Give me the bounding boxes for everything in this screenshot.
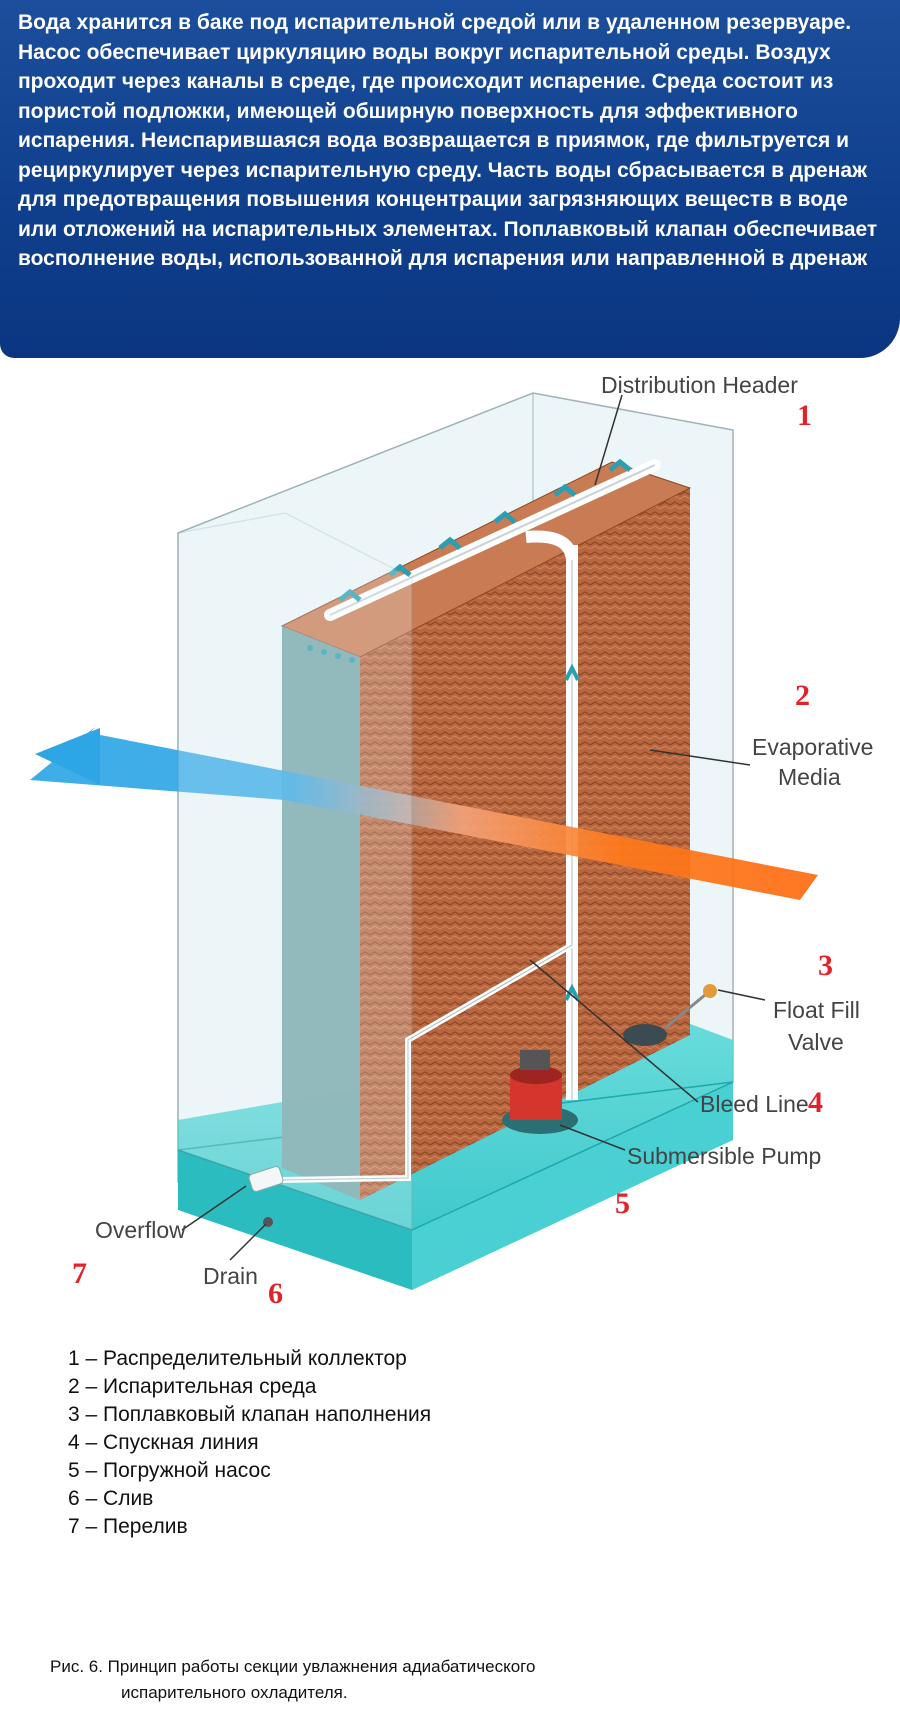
riser-pipe — [525, 530, 580, 1100]
legend-item: 3 – Поплавковый клапан наполнения — [68, 1403, 432, 1426]
leader-lines — [181, 394, 766, 1261]
evaporative-cooler-diagram: Distribution Header Evaporative Media Fl… — [30, 372, 873, 1310]
figure-caption: Рис. 6. Принцип работы секции увлажнения… — [50, 1654, 535, 1706]
overflow-fitting — [248, 1166, 284, 1192]
label-distribution-header: Distribution Header — [601, 372, 798, 398]
label-overflow: Overflow — [95, 1217, 186, 1243]
number-4: 4 — [808, 1086, 823, 1119]
label-evaporative-media-2: Media — [778, 764, 841, 790]
float-fill-valve — [623, 984, 717, 1046]
number-3: 3 — [818, 949, 833, 982]
number-2: 2 — [795, 679, 810, 712]
intro-banner: Вода хранится в баке под испарительной с… — [0, 0, 900, 358]
number-7: 7 — [72, 1257, 87, 1290]
legend-item: 6 – Слив — [68, 1487, 154, 1510]
legend-item: 4 – Спускная линия — [68, 1431, 259, 1454]
legend-item: 2 – Испарительная среда — [68, 1375, 317, 1398]
air-stream-arrow — [30, 727, 818, 900]
legend-item: 5 – Погружной насос — [68, 1459, 271, 1482]
caption-line-2: испарительного охладителя. — [121, 1683, 348, 1702]
legend-item: 1 – Распределительный коллектор — [68, 1347, 407, 1370]
number-5: 5 — [615, 1187, 630, 1220]
number-6: 6 — [268, 1277, 283, 1310]
caption-line-1: Рис. 6. Принцип работы секции увлажнения… — [50, 1657, 536, 1676]
legend-item: 7 – Перелив — [68, 1515, 188, 1538]
label-evaporative-media-1: Evaporative — [752, 734, 873, 760]
submersible-pump — [502, 1050, 578, 1134]
label-float-fill-valve-2: Valve — [788, 1029, 844, 1055]
legend-list: 1 – Распределительный коллектор 2 – Испа… — [68, 1345, 431, 1541]
intro-text: Вода хранится в баке под испарительной с… — [18, 11, 878, 270]
front-glass-panel — [177, 512, 413, 1231]
label-submersible-pump: Submersible Pump — [627, 1143, 821, 1169]
distribution-header-pipe — [307, 458, 661, 663]
bleed-line-pipe — [279, 942, 574, 1183]
label-float-fill-valve-1: Float Fill — [773, 997, 860, 1023]
number-1: 1 — [797, 399, 812, 432]
label-drain: Drain — [203, 1263, 258, 1289]
label-bleed-line: Bleed Line — [700, 1091, 809, 1117]
